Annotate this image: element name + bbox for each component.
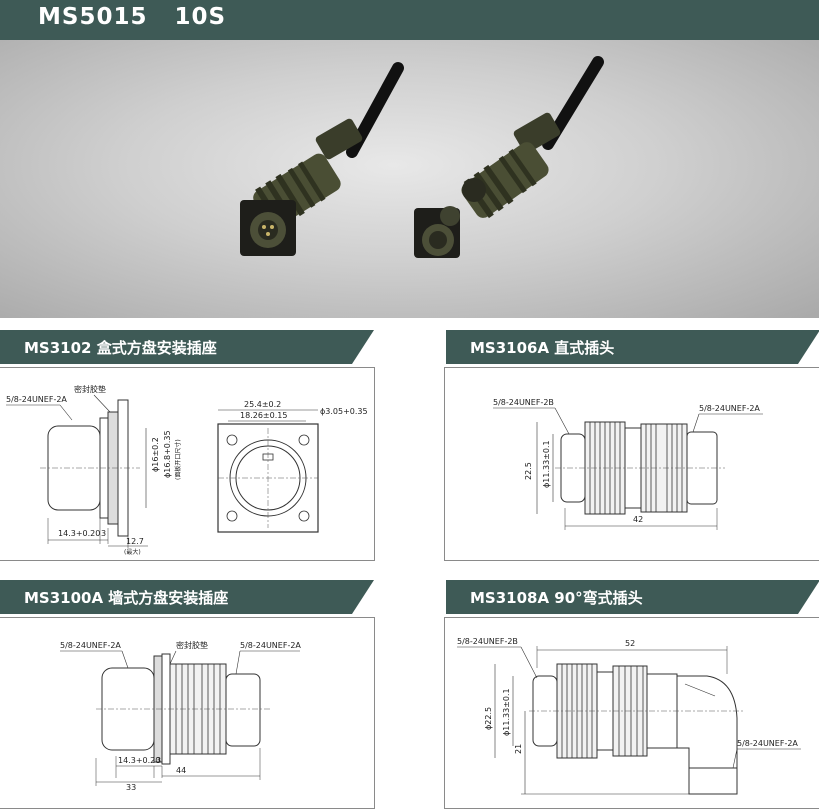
drawing-ms3102: 5/8-24UNEF-2A 密封胶垫 ϕ16±0.2 ϕ16.8+0.35 (面…	[0, 367, 375, 561]
ms3102-len2: 3	[101, 529, 106, 538]
ms3102-d2: ϕ16.8+0.35	[163, 430, 172, 478]
connector-photo-illustration	[240, 56, 604, 258]
ms3108a-h: 21	[514, 744, 523, 754]
ms3102-hole: ϕ3.05+0.35	[320, 407, 368, 416]
section-title-ms3106a: MS3106A 直式插头	[470, 339, 615, 357]
product-photo	[0, 40, 819, 318]
ms3106a-thread-b: 5/8-24UNEF-2B	[493, 398, 554, 407]
ms3102-d2-note: (面板开口尺寸)	[174, 439, 182, 480]
ms3102-seal-label: 密封胶垫	[74, 384, 106, 394]
drawing-ms3108a: 5/8-24UNEF-2B 52 ϕ22.5 ϕ	[444, 617, 819, 809]
ms3108a-len: 52	[625, 639, 635, 648]
ms3102-len1: 14.3+0.20	[58, 529, 100, 538]
ms3106a-d2: ϕ11.33±0.1	[542, 440, 551, 488]
ms3108a-thread-b: 5/8-24UNEF-2B	[457, 637, 518, 646]
section-title-ms3108a: MS3108A 90°弯式插头	[470, 589, 643, 607]
page-title: MS5015 10S	[38, 4, 227, 30]
drawing-ms3106a: 5/8-24UNEF-2B 5/8-24UNEF-2A 22.5 ϕ11.33±…	[444, 367, 819, 561]
ms3108a-d1: ϕ22.5	[484, 707, 493, 730]
ms3108a-d2: ϕ11.33±0.1	[502, 688, 511, 736]
ms3100a-len1: 14.3+0.20	[118, 756, 160, 765]
section-title-ms3102: MS3102 盒式方盘安装插座	[24, 339, 217, 357]
section-header-ms3100a: MS3100A 墙式方盘安装插座	[0, 580, 374, 614]
ms3100a-thread-left: 5/8-24UNEF-2A	[60, 641, 121, 650]
ms3102-w1: 25.4±0.2	[244, 400, 281, 409]
ms3100a-thread-right: 5/8-24UNEF-2A	[240, 641, 301, 650]
section-header-ms3102: MS3102 盒式方盘安装插座	[0, 330, 374, 364]
ms3100a-len2: 3	[156, 756, 161, 765]
ms3100a-len3: 44	[176, 766, 186, 775]
ms3106a-thread-a: 5/8-24UNEF-2A	[699, 404, 760, 413]
ms3102-w2: 18.26±0.15	[240, 411, 287, 420]
ms3102-len3: 12.7	[126, 537, 144, 546]
ms3106a-d1: 22.5	[524, 462, 533, 480]
drawing-ms3100a: 5/8-24UNEF-2A 密封胶垫 5/8-24UNEF-2A 14.3+0.…	[0, 617, 375, 809]
section-header-ms3106a: MS3106A 直式插头	[446, 330, 819, 364]
page-header: MS5015 10S	[0, 0, 819, 40]
ms3100a-len4: 33	[126, 783, 136, 792]
ms3100a-seal: 密封胶垫	[176, 640, 208, 650]
section-header-ms3108a: MS3108A 90°弯式插头	[446, 580, 819, 614]
ms3102-len3-note: (最大)	[124, 548, 141, 556]
section-title-ms3100a: MS3100A 墙式方盘安装插座	[24, 589, 229, 607]
ms3102-d1: ϕ16±0.2	[151, 437, 160, 472]
ms3108a-thread-a: 5/8-24UNEF-2A	[737, 739, 798, 748]
ms3106a-len: 42	[633, 515, 643, 524]
ms3102-thread-label: 5/8-24UNEF-2A	[6, 395, 67, 404]
